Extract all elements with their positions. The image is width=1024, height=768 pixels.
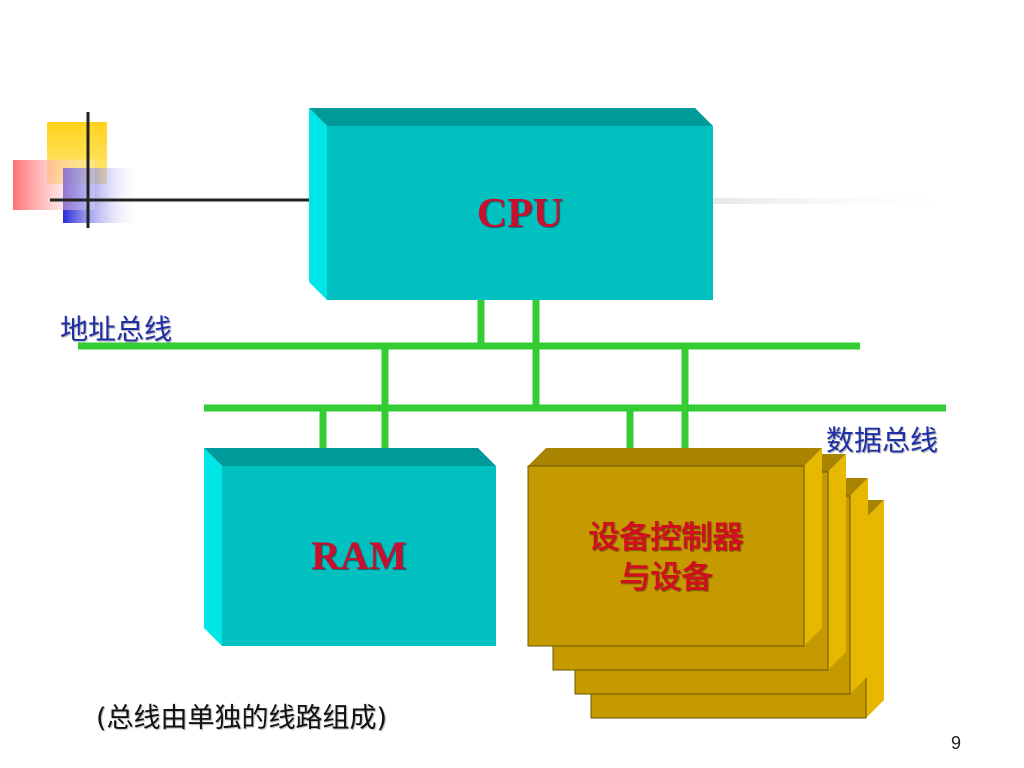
ram-block — [204, 448, 496, 646]
cpu-block — [309, 108, 713, 300]
cpu-label: CPU — [476, 191, 564, 237]
corner-decoration-logo — [13, 112, 310, 228]
ram-label: RAM — [311, 533, 407, 578]
header-rule-fade — [712, 198, 962, 204]
device-controller-stack — [527, 448, 884, 719]
bus-footnote: (总线由单独的线路组成) — [96, 703, 388, 734]
device-controller-label-line2: 与设备 — [619, 560, 713, 596]
device-card-1 — [527, 448, 822, 647]
address-bus-label: 地址总线 — [60, 313, 173, 346]
page-number: 9 — [951, 733, 962, 753]
device-controller-label-line1: 设备控制器 — [588, 520, 744, 556]
bus-lines — [78, 298, 946, 466]
data-bus-label: 数据总线 — [826, 424, 939, 457]
